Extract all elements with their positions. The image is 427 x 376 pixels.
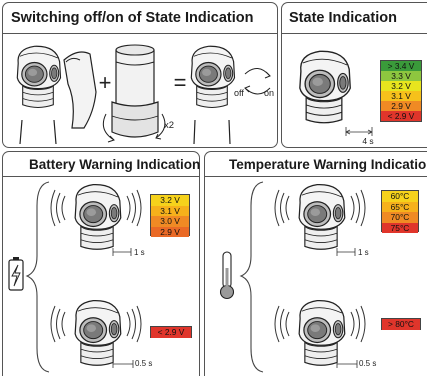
switching-illustration: + x2 = off on (16, 44, 274, 145)
battery-duration-top: 1 s (134, 248, 145, 257)
state-voltage-scale: > 3.4 V 3.3 V 3.2 V 3.1 V 2.9 V < 2.9 V (380, 60, 422, 122)
battery-duration-bottom: 0.5 s (135, 359, 152, 368)
temperature-level-3: 75°C (382, 222, 418, 233)
battery-level-2: 3.0 V (151, 216, 189, 227)
battery-level-1: 3.1 V (151, 205, 189, 216)
lamp-with-hand-icon (16, 45, 97, 145)
temperature-level-1: 65°C (382, 201, 418, 212)
plus-sign: + (99, 70, 112, 95)
temperature-title: Temperature Warning Indication (229, 157, 427, 172)
thermometer-icon (219, 251, 235, 300)
assembled-lamp-icon (190, 45, 236, 145)
state-level-1: 3.3 V (381, 71, 421, 81)
battery-lamp-top (50, 183, 142, 256)
temperature-illustration: 1 s 0.5 s (219, 181, 376, 373)
state-level-4: 2.9 V (381, 101, 421, 111)
state-level-2: 3.2 V (381, 81, 421, 91)
battery-level-0: 3.2 V (151, 195, 189, 206)
state-level-3: 3.1 V (381, 91, 421, 101)
state-title-divider (282, 33, 427, 34)
temperature-scale: 60°C 65°C 70°C 75°C (381, 190, 419, 233)
switch-on-label: on (264, 88, 274, 98)
temperature-duration-top: 1 s (358, 248, 369, 257)
temperature-level-0: 60°C (382, 191, 418, 202)
state-lamp-illustration: 4 s (299, 50, 374, 146)
temperature-level-2: 70°C (382, 212, 418, 223)
battery-icon (8, 257, 24, 291)
rotate-multiplier: x2 (164, 120, 174, 131)
battery-voltage-scale: 3.2 V 3.1 V 3.0 V 2.9 V (150, 194, 190, 237)
temperature-title-divider (205, 176, 427, 177)
battery-lamp-bottom (50, 299, 142, 368)
battery-critical-badge: < 2.9 V (150, 326, 192, 338)
switching-title-divider (3, 33, 277, 34)
switching-title: Switching off/on of State Indication (11, 10, 254, 26)
switch-off-label: off (234, 88, 244, 98)
battery-level-3: 2.9 V (151, 226, 189, 237)
battery-cylinder-icon (102, 44, 166, 143)
temperature-lamp-bottom (274, 299, 366, 368)
state-level-0: > 3.4 V (381, 61, 421, 71)
temperature-lamp-top (274, 183, 366, 256)
temperature-duration-bottom: 0.5 s (359, 359, 376, 368)
state-duration: 4 s (362, 136, 373, 146)
battery-critical-label: < 2.9 V (151, 327, 191, 338)
temperature-critical-badge: > 80°C (381, 318, 421, 330)
battery-illustration: 1 s 0.5 s (8, 181, 152, 373)
state-title: State Indication (289, 10, 397, 26)
battery-title-divider (3, 176, 199, 177)
battery-title: Battery Warning Indication (29, 157, 201, 172)
state-level-5: < 2.9 V (381, 111, 421, 121)
on-off-toggle-icon (244, 68, 271, 95)
equals-sign: = (174, 70, 187, 95)
temperature-critical-label: > 80°C (382, 319, 420, 330)
